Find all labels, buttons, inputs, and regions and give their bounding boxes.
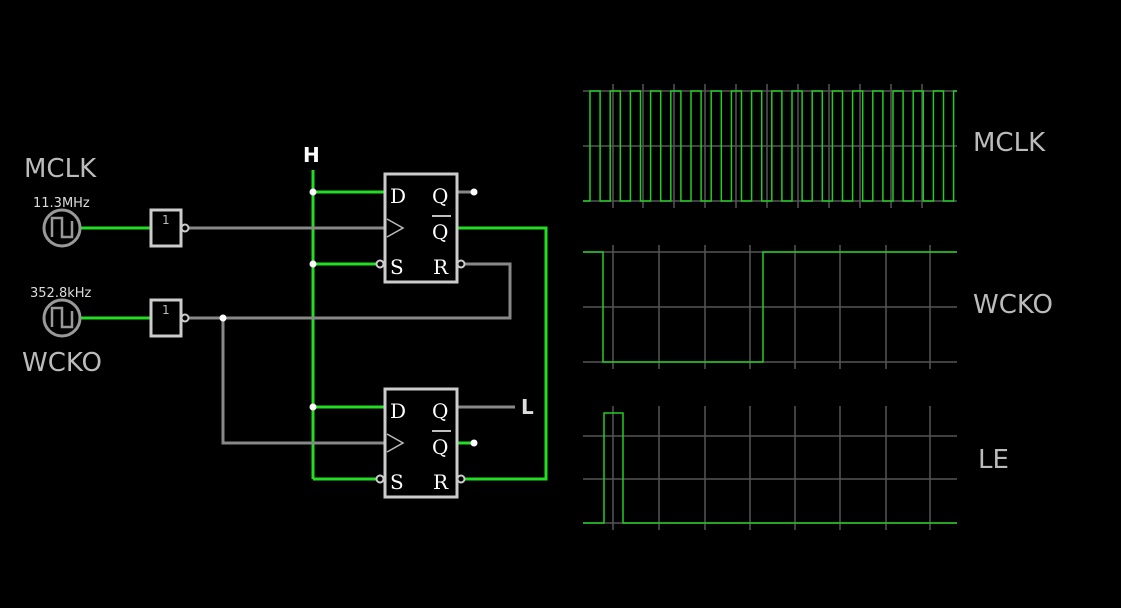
clock-source-icon: [42, 208, 82, 248]
pin-s-label: S: [390, 470, 404, 494]
pin-r-label: R: [433, 255, 449, 279]
junction-dot: [309, 188, 317, 196]
wire-buffer2-ff2-clk: [221, 318, 385, 445]
clock-source-wcko[interactable]: 352.8kHz WCKO: [22, 286, 102, 378]
scope-label-le: LE: [978, 445, 1009, 475]
pin-s-label: S: [390, 255, 404, 279]
junction-dot: [309, 260, 317, 268]
flipflop-2[interactable]: D Q Q S R: [375, 387, 466, 499]
clock-triangle-icon: [386, 433, 405, 453]
scope-trace: [583, 90, 957, 202]
junctions: [219, 188, 478, 447]
high-rail-label: H: [303, 143, 320, 167]
flipflop-body: [383, 387, 459, 499]
pin-d-label: D: [390, 184, 406, 208]
inverter-label: 1: [162, 303, 170, 317]
clock-frequency-mclk: 11.3MHz: [33, 196, 90, 211]
inverter-label: 1: [162, 213, 170, 227]
clock-source-mclk[interactable]: MCLK 11.3MHz: [24, 154, 97, 248]
wire-ff1-qbar-ff2-r: [457, 226, 548, 481]
pin-qbar-label: Q: [432, 435, 448, 459]
clock-name-wcko: WCKO: [22, 348, 102, 378]
wires: [81, 170, 548, 481]
junction-dot: [219, 314, 227, 322]
inverter-bubble: [180, 223, 190, 233]
square-wave-icon: [50, 216, 74, 239]
inverter-bubble: [180, 313, 190, 323]
pin-q-label: Q: [432, 184, 448, 208]
junction-dot: [470, 439, 478, 447]
clock-frequency-wcko: 352.8kHz: [30, 286, 92, 301]
pin-q-label: Q: [432, 399, 448, 423]
scope-le[interactable]: LE: [583, 406, 1009, 530]
set-bubble: [375, 474, 385, 484]
pin-qbar-label: Q: [432, 220, 448, 244]
flipflop-body: [383, 172, 459, 284]
reset-bubble: [456, 259, 466, 269]
square-wave-icon: [50, 306, 74, 329]
pin-d-label: D: [390, 399, 406, 423]
scope-wcko[interactable]: WCKO: [583, 245, 1053, 369]
scope-label-wcko: WCKO: [973, 290, 1053, 320]
clock-source-icon: [42, 298, 82, 338]
inverter-mclk[interactable]: 1: [149, 208, 190, 248]
set-bubble: [375, 259, 385, 269]
flipflop-1[interactable]: D Q Q S R: [375, 172, 466, 284]
scope-mclk[interactable]: MCLK: [583, 84, 1046, 208]
scope-label-mclk: MCLK: [973, 128, 1046, 158]
inverter-wcko[interactable]: 1: [149, 298, 190, 338]
scope-trace: [583, 412, 957, 524]
clock-name-mclk: MCLK: [24, 154, 97, 184]
junction-dot: [309, 403, 317, 411]
low-rail-label: L: [521, 395, 534, 419]
pin-r-label: R: [433, 470, 449, 494]
reset-bubble: [456, 474, 466, 484]
clock-triangle-icon: [386, 218, 405, 238]
scope-trace: [583, 251, 957, 363]
junction-dot: [470, 188, 478, 196]
wire-buffer2-ff1-r: [189, 262, 512, 320]
